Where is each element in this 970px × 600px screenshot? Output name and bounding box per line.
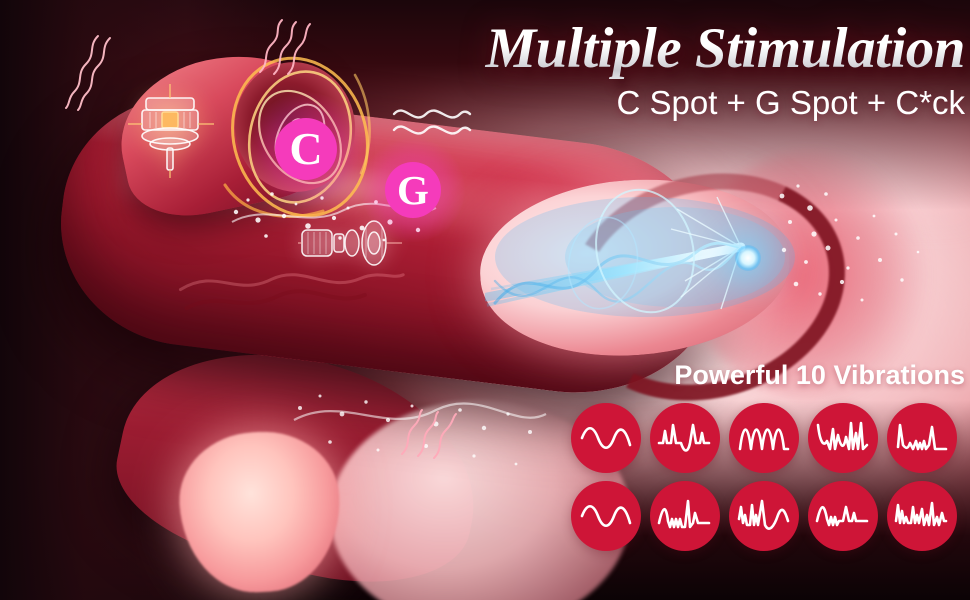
- pattern-dense-spikes[interactable]: [887, 481, 957, 551]
- vibration-line-bottom: [398, 408, 468, 460]
- pattern-stepped-pulse[interactable]: [650, 481, 720, 551]
- water-splash-right: [770, 176, 950, 316]
- page-subtitle: C Spot + G Spot + C*ck: [616, 84, 966, 121]
- c-spot-badge-label: C: [289, 123, 323, 174]
- pattern-stepped-pulse-wave: [657, 499, 711, 529]
- g-spot-badge: G: [385, 162, 441, 218]
- pattern-spike-burst-wave: [816, 421, 869, 451]
- pattern-spike-burst[interactable]: [808, 403, 878, 473]
- vibration-section-title: Powerful 10 Vibrations: [674, 360, 965, 390]
- pattern-low-pulse-wave: [815, 505, 869, 527]
- vibration-line-top: [252, 18, 312, 76]
- pattern-smooth-wave-wave: [580, 427, 632, 449]
- vibration-line-right: [392, 96, 472, 144]
- vibration-line-left: [62, 34, 118, 112]
- vibration-motor-icon: [298, 212, 402, 274]
- pattern-pulse-wave-wave: [657, 423, 711, 452]
- pattern-pulse-wave[interactable]: [650, 403, 720, 473]
- product-vein-detail: [178, 273, 405, 311]
- suction-motor-icon: [128, 84, 214, 178]
- pattern-spike-sine-wave: [737, 499, 790, 530]
- pattern-tight-sine[interactable]: [729, 403, 799, 473]
- c-spot-badge: C: [275, 118, 337, 180]
- pattern-spike-sine[interactable]: [729, 481, 799, 551]
- pattern-smooth-wave-2[interactable]: [571, 481, 641, 551]
- pattern-peak-ripple-wave: [896, 423, 948, 451]
- page-title: Multiple Stimulation: [405, 16, 966, 81]
- pattern-tight-sine-wave: [738, 428, 790, 451]
- water-splash-bottom: [290, 380, 550, 500]
- energy-beam-graphic: [482, 185, 815, 335]
- g-spot-badge-label: G: [397, 166, 429, 213]
- energy-beam-focus-point: [735, 245, 761, 271]
- pattern-low-pulse[interactable]: [808, 481, 878, 551]
- pattern-dense-spikes-wave: [894, 501, 948, 527]
- pattern-peak-ripple[interactable]: [887, 403, 957, 473]
- pattern-smooth-wave[interactable]: [571, 403, 641, 473]
- pattern-smooth-wave-2-wave: [580, 505, 632, 527]
- vibration-pattern-grid: [571, 403, 961, 551]
